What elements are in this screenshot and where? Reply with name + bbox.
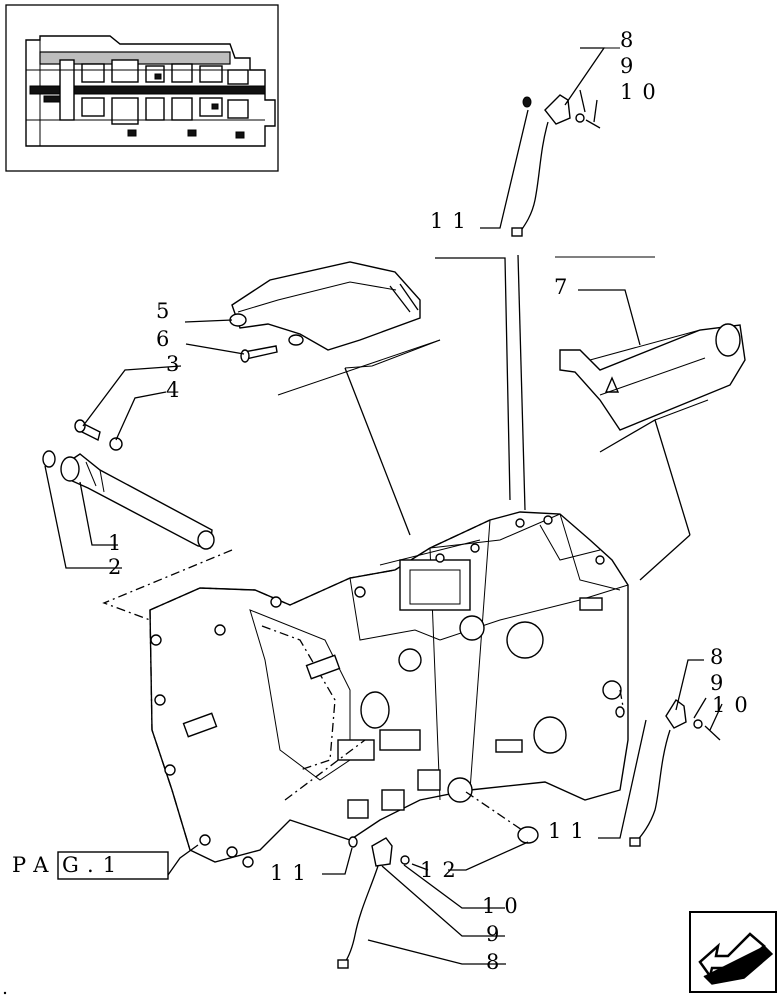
transmission-section-thumbnail [5,4,279,172]
bolt-6 [240,345,278,363]
callout-11-bottom: 11 [270,861,315,885]
stray-mark [3,991,7,995]
cover-5 [229,261,421,351]
callout-9-right: 9 [710,671,732,695]
callout-1: 1 [108,531,130,555]
callout-10-right: 10 [712,693,757,717]
callout-11-right: 11 [548,819,593,843]
washer-4 [109,437,123,451]
bolt-3 [74,419,101,442]
callout-7: 7 [554,275,576,299]
callout-5: 5 [156,299,178,323]
speed-sensor-right [615,698,721,847]
page-ref-boxed: G.1 [62,853,125,877]
cover-5-leader [344,367,411,536]
next-page-arrow-icon[interactable] [689,911,777,993]
callout-4: 4 [166,378,188,402]
transmission-housing [149,511,629,868]
callout-9-top: 9 [620,54,642,78]
callout-12: 12 [420,858,465,882]
callout-10-bottom: 10 [482,894,527,918]
callout-8-bottom: 8 [486,950,508,974]
callout-11-top: 11 [430,209,475,233]
oring-12 [517,826,539,844]
snap-ring-2 [42,450,56,468]
callout-9-bottom: 9 [486,922,508,946]
callout-8-top: 8 [620,28,642,52]
page-ref-prefix: PA [12,853,57,877]
callout-8-right: 8 [710,645,732,669]
shaft-1 [60,453,215,550]
callout-6: 6 [156,327,178,351]
cover-7 [559,323,746,431]
callout-3: 3 [166,352,188,376]
page-reference: PA G.1 [12,851,169,880]
callout-2: 2 [108,555,130,579]
callout-10-top: 10 [620,80,665,104]
speed-sensor-top [511,94,601,237]
speed-sensor-bottom [337,836,429,969]
